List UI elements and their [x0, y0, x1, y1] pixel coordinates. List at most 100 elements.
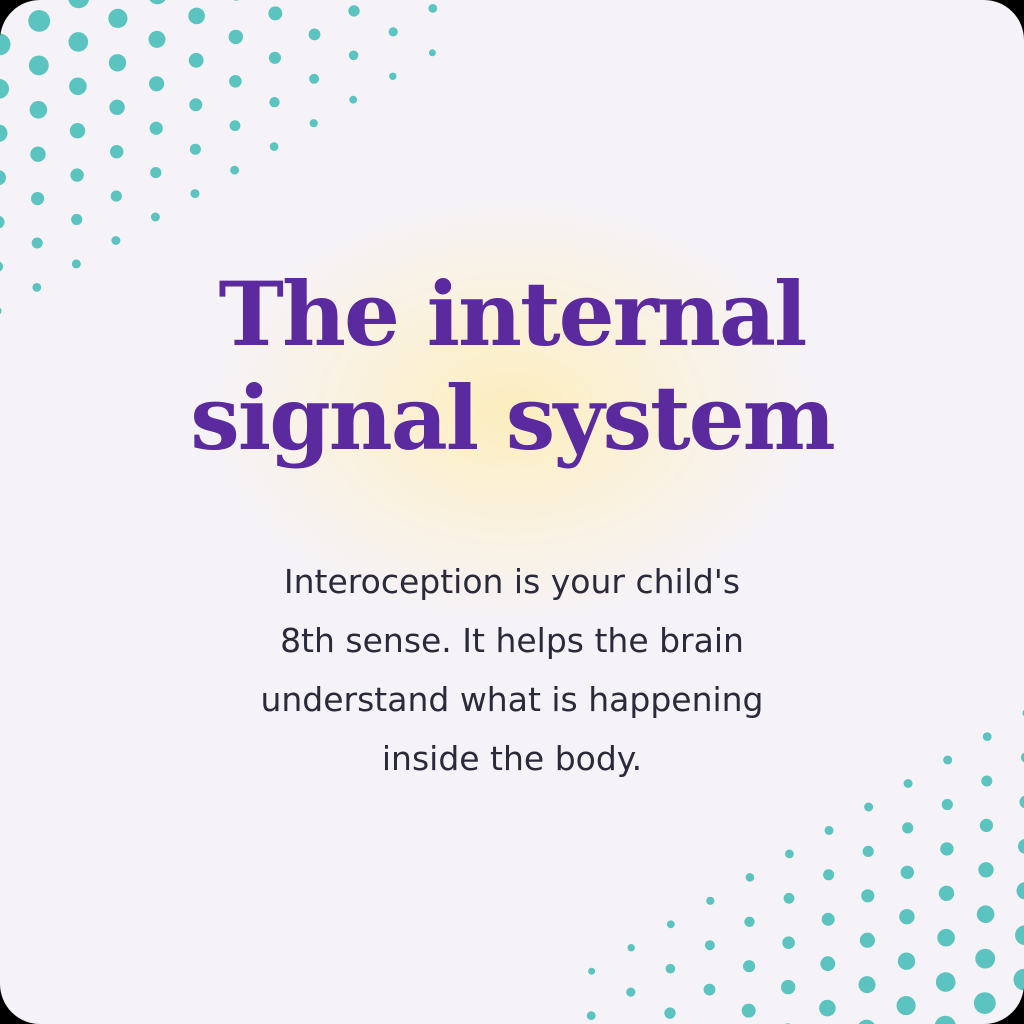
decorative-dot	[228, 29, 243, 45]
decorative-dot	[108, 54, 127, 72]
headline: The internal signal system	[0, 262, 1024, 470]
decorative-dot	[348, 5, 360, 17]
decorative-dot	[935, 972, 956, 992]
decorative-dot	[189, 143, 201, 155]
decorative-dot	[233, 0, 240, 1]
decorative-dot	[189, 98, 203, 112]
decorative-dot	[71, 259, 81, 269]
decorative-dot	[309, 73, 320, 84]
decorative-dot	[902, 822, 914, 834]
decorative-dot	[71, 213, 83, 226]
decorative-dot	[785, 849, 794, 859]
decorative-dot	[150, 212, 160, 222]
decorative-dot	[981, 775, 993, 787]
decorative-dot	[0, 261, 3, 272]
decorative-dot	[588, 967, 596, 975]
decorative-dot	[666, 920, 675, 929]
body-line-4: inside the body.	[381, 739, 643, 778]
decorative-dot	[69, 123, 86, 139]
decorative-dot	[28, 10, 51, 32]
decorative-dot	[229, 75, 242, 88]
decorative-dot	[68, 32, 89, 52]
decorative-dot	[1019, 795, 1024, 809]
decorative-dot	[268, 51, 281, 64]
decorative-dot	[744, 916, 755, 927]
decorative-dot	[979, 818, 994, 833]
decorative-dot	[0, 33, 11, 56]
decorative-dot	[229, 120, 241, 132]
decorative-dot	[976, 905, 995, 923]
decorative-dot	[309, 119, 318, 128]
decorative-dot	[824, 825, 834, 835]
decorative-dot	[188, 7, 205, 25]
decorative-dot	[109, 99, 125, 116]
decorative-dot	[428, 3, 438, 13]
decorative-dot	[348, 50, 359, 61]
decorative-dot	[978, 862, 994, 878]
body-line-1: Interoception is your child's	[283, 562, 741, 601]
decorative-dot	[29, 101, 48, 119]
decorative-dot	[704, 940, 715, 951]
decorative-dot	[69, 77, 87, 96]
dot-pattern-bottom-right	[586, 709, 1024, 1024]
decorative-dot	[0, 0, 12, 12]
decorative-dot	[308, 28, 321, 41]
decorative-dot	[30, 192, 45, 206]
decorative-dot	[586, 1011, 596, 1020]
decorative-dot	[823, 869, 835, 881]
decorative-dot	[269, 97, 280, 108]
decorative-dot	[32, 283, 42, 292]
decorative-dot	[230, 165, 240, 175]
decorative-dot	[626, 987, 636, 997]
decorative-dot	[896, 996, 916, 1016]
decorative-dot	[149, 76, 165, 92]
decorative-dot	[864, 802, 874, 812]
decorative-dot	[269, 142, 279, 151]
decorative-dot	[665, 963, 676, 974]
decorative-dot	[743, 960, 756, 973]
decorative-dot	[1015, 925, 1024, 945]
decorative-dot	[0, 215, 5, 229]
decorative-dot	[783, 892, 795, 904]
decorative-dot	[0, 79, 9, 99]
decorative-dot	[110, 145, 124, 159]
decorative-dot	[627, 944, 635, 952]
decorative-dot	[190, 189, 200, 199]
decorative-dot	[31, 237, 43, 249]
background-glow	[212, 200, 812, 620]
decorative-dot	[941, 798, 953, 811]
decorative-dot	[903, 779, 913, 788]
body-line-3: understand what is happening	[260, 680, 764, 719]
decorative-dot	[70, 168, 84, 182]
decorative-dot	[1013, 968, 1024, 991]
headline-line-1: The internal	[218, 262, 808, 366]
decorative-dot	[1021, 752, 1024, 763]
decorative-dot	[782, 936, 795, 949]
decorative-dot	[1016, 882, 1024, 900]
decorative-dot	[268, 6, 283, 21]
decorative-dot	[349, 95, 358, 104]
decorative-dot	[937, 928, 955, 947]
decorative-dot	[28, 55, 49, 76]
decorative-dot	[389, 72, 397, 81]
decorative-dot	[858, 976, 876, 994]
decorative-dot	[148, 30, 166, 48]
decorative-dot	[149, 121, 163, 135]
decorative-dot	[664, 1007, 676, 1019]
decorative-dot	[900, 865, 914, 879]
body-line-2: 8th sense. It helps the brain	[280, 621, 744, 660]
decorative-dot	[1018, 838, 1024, 854]
decorative-dot	[108, 8, 128, 28]
decorative-dot	[820, 956, 836, 972]
decorative-dot	[703, 983, 716, 996]
decorative-dot	[975, 948, 996, 969]
decorative-dot	[388, 27, 398, 37]
decorative-dot	[940, 842, 954, 856]
decorative-dot	[982, 732, 992, 741]
decorative-dot	[706, 896, 715, 905]
decorative-dot	[973, 992, 996, 1014]
decorative-dot	[821, 912, 835, 926]
decorative-dot	[68, 0, 90, 9]
decorative-dot	[862, 845, 874, 858]
